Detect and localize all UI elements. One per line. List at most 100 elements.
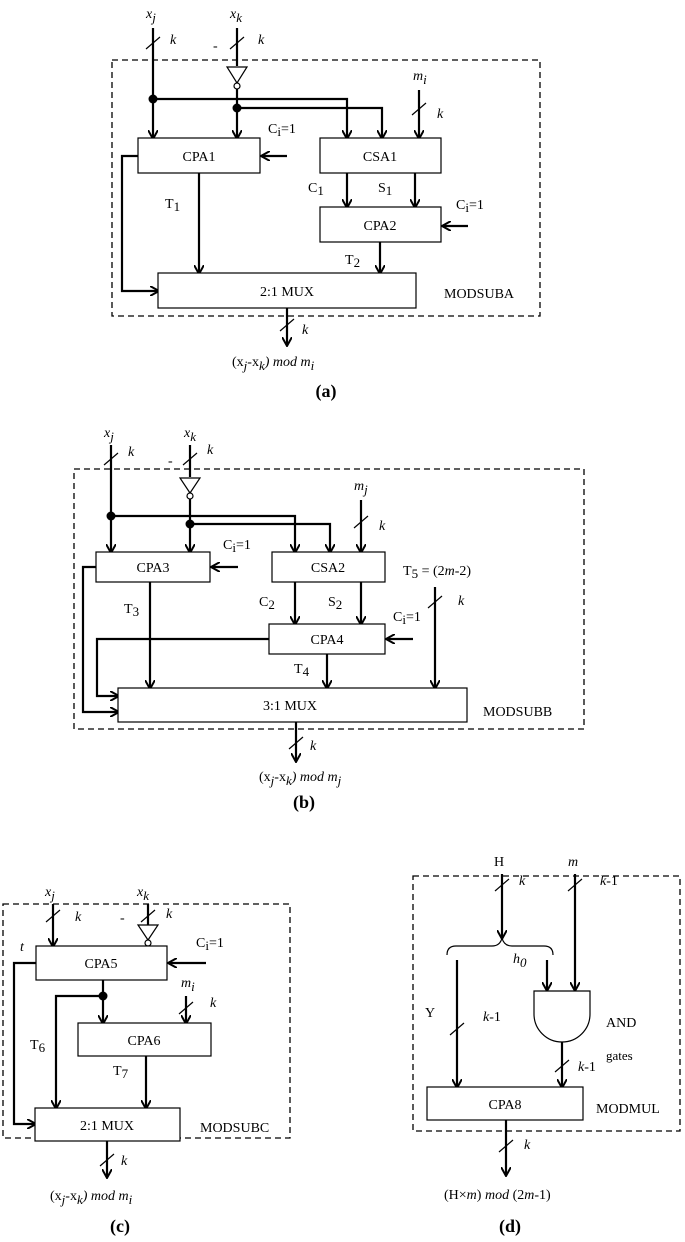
c2-label: C2 [259, 595, 275, 612]
input-h-label: H [494, 855, 504, 870]
cpa6-block [77, 1022, 212, 1057]
bus-slash [182, 452, 198, 466]
cpa3-block [95, 551, 211, 583]
cpa6-label: CPA6 [128, 1034, 161, 1049]
and-gate [533, 990, 591, 1043]
wire-mux-select-1 [81, 565, 118, 712]
wire-xk-to-csa2 [190, 522, 330, 552]
bus-width-k: k [437, 107, 444, 122]
modsubb-boundary [73, 468, 585, 730]
bit-split-brace [446, 937, 554, 956]
output-expression: (xj-xk) mod mi [232, 355, 315, 373]
cpa1-label: CPA1 [183, 150, 216, 165]
bus-slash [145, 36, 161, 50]
input-m-label: m [568, 855, 578, 870]
ci-label-cpa1: Ci=1 [268, 122, 296, 139]
cpa5-block [35, 945, 168, 981]
minus-sign: - [120, 911, 125, 926]
panel-c: xj xk mi k t k - CPA5 Ci=1 T6 k CPA6 T7 [2, 885, 291, 1237]
bus-slash [353, 515, 369, 529]
inverter [178, 477, 202, 495]
s1-label: S1 [378, 181, 392, 198]
y-label: Y [425, 1006, 435, 1021]
caption-c: (c) [110, 1216, 130, 1237]
input-mi-label: mi [413, 69, 427, 87]
csa2-label: CSA2 [311, 561, 345, 576]
bus-width-k: k [524, 1138, 531, 1153]
bus-slash [449, 1022, 465, 1036]
bus-width-k: k [210, 996, 217, 1011]
modsuba-boundary [111, 59, 541, 317]
bus-width-k: k [379, 519, 386, 534]
modmul-boundary [412, 875, 681, 1132]
ci-label-cpa5: Ci=1 [196, 936, 224, 953]
csa1-block [319, 137, 442, 174]
ci-label-cpa2: Ci=1 [456, 198, 484, 215]
bus-width-k: k [258, 33, 265, 48]
bus-slash [178, 1001, 194, 1015]
bus-slash [140, 909, 156, 923]
caption-a: (a) [316, 381, 337, 402]
csa2-block [271, 551, 386, 583]
wire-t6 [56, 994, 103, 1108]
input-xj-label: xj [103, 426, 114, 444]
cpa3-label: CPA3 [137, 561, 170, 576]
t6-label: T6 [30, 1038, 46, 1055]
t2-label: T2 [345, 253, 360, 270]
mux-label: 2:1 MUX [260, 285, 314, 300]
bus-width-k1: k-1 [600, 874, 618, 889]
module-name: MODSUBB [483, 705, 552, 720]
bus-slash [567, 878, 583, 892]
bus-width-k: k [302, 323, 309, 338]
module-name: MODSUBC [200, 1121, 269, 1136]
bus-width-k: k [458, 594, 465, 609]
input-mj-label: mj [354, 479, 368, 497]
bus-slash [494, 878, 510, 892]
wire-xj-to-csa1 [153, 97, 347, 138]
cpa2-label: CPA2 [364, 219, 397, 234]
module-name: MODSUBA [444, 287, 515, 302]
mux-2to1-block [157, 272, 417, 309]
bus-slash [411, 102, 427, 116]
mux-label: 2:1 MUX [80, 1119, 134, 1134]
output-expression: (xj-xk) mod mj [259, 770, 342, 788]
mux-3to1-block [117, 687, 468, 723]
bus-slash [279, 318, 295, 332]
panel-b: xj xk mj k k - k CPA3 Ci=1 CSA2 C2 S2 [73, 426, 585, 813]
cpa2-block [319, 206, 442, 243]
inverter-bubble [233, 82, 241, 90]
bus-width-k: k [75, 910, 82, 925]
output-expression: (H×m) mod (2m-1) [444, 1188, 551, 1203]
bus-width-k: k [310, 739, 317, 754]
module-name: MODMUL [596, 1102, 660, 1117]
panel-a: xj xk mi k k - k CPA1 Ci=1 CSA1 [111, 7, 541, 402]
cpa4-label: CPA4 [311, 633, 344, 648]
c1-label: C1 [308, 181, 324, 198]
csa1-label: CSA1 [363, 150, 397, 165]
caption-d: (d) [499, 1216, 521, 1237]
bus-width-k: k [121, 1154, 128, 1169]
input-mi-label: mi [181, 976, 195, 994]
cpa5-label: CPA5 [85, 957, 118, 972]
bus-width-k: k [170, 33, 177, 48]
caption-b: (b) [293, 792, 315, 813]
cpa8-block [426, 1086, 584, 1121]
ci-label-cpa3: Ci=1 [223, 538, 251, 555]
wire-mux-select-2 [95, 637, 269, 696]
minus-sign: - [168, 454, 173, 469]
input-xj-label: xj [44, 885, 55, 903]
s2-label: S2 [328, 595, 342, 612]
bus-width-k1: k-1 [483, 1010, 501, 1025]
gates-label: gates [606, 1048, 633, 1063]
bus-width-k: k [128, 445, 135, 460]
t7-label: T7 [113, 1064, 129, 1081]
wire-xj-to-csa2 [111, 514, 295, 552]
bus-slash [427, 595, 443, 609]
cpa8-label: CPA8 [489, 1098, 522, 1113]
input-xk-label: xk [136, 885, 149, 903]
t3-label: T3 [124, 602, 139, 619]
input-xj-label: xj [145, 7, 156, 25]
bus-width-k: k [166, 907, 173, 922]
bus-width-k1: k-1 [578, 1060, 596, 1075]
